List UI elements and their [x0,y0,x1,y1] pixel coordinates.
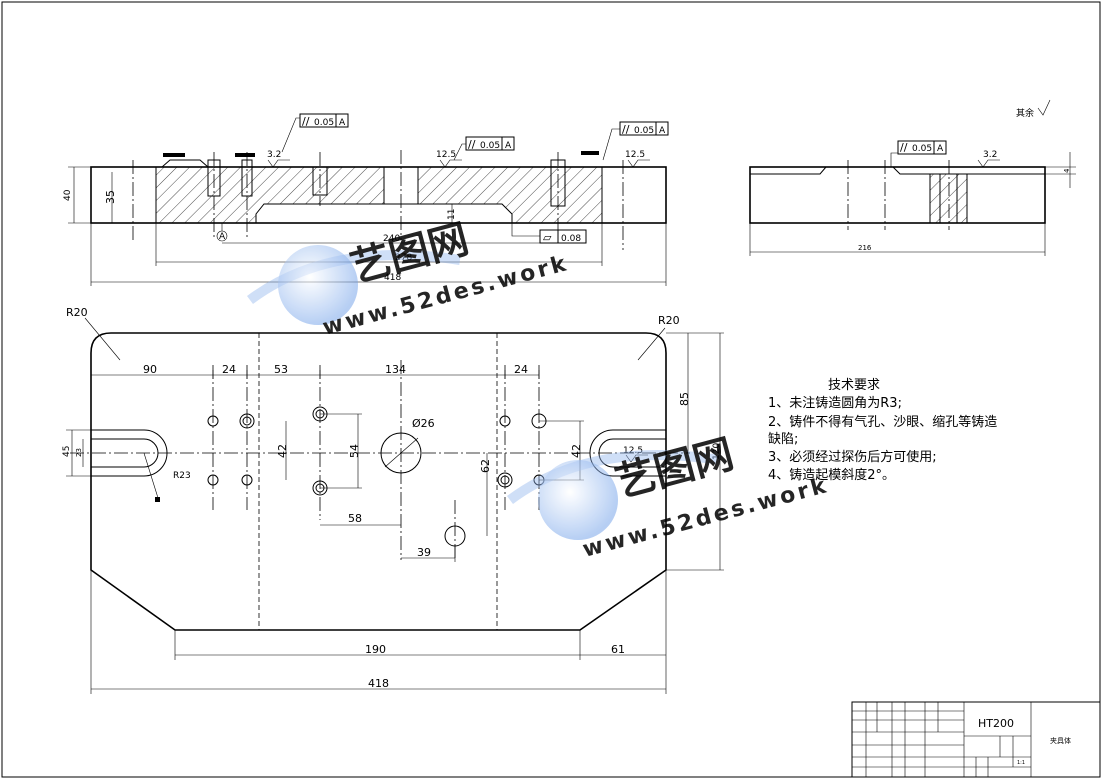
tol-4-ref: A [937,144,944,154]
dim-4: 4 [1063,168,1071,173]
dim-90: 90 [143,363,157,376]
dim-240: 240 [383,234,400,244]
tol-1-value: 0.05 [314,118,334,128]
watermark-logo-2: 艺图网 [611,431,739,506]
tech-req-title: 技术要求 [828,378,880,393]
part-name: 夹具体 [1050,736,1071,745]
roughness-4: 3.2 [983,150,997,160]
dim-23: 23 [75,448,83,457]
tol-3-flag: // [622,123,630,136]
plan-view: R20 R20 90 24 53 134 24 85 120 45 23 R23… [62,306,724,694]
dim-24-right: 24 [514,363,528,376]
flatness-icon: ▱ [543,231,552,244]
tech-req-line-5: 4、铸造起模斜度2°。 [768,467,895,483]
dim-85: 85 [678,392,691,406]
dim-418-plan: 418 [368,677,389,690]
dim-278: 278 [395,253,412,263]
datum-a-front: A [219,232,226,242]
front-section-view: 40 35 11 240 278 418 A // 0.05 A // 0.05… [63,113,669,286]
dim-53: 53 [274,363,288,376]
title-block: HT200 夹具体 1:1 [851,701,1101,778]
tech-req-line-4: 3、必须经过探伤后方可使用; [768,449,937,465]
side-view: // 0.05 A 3.2 216 4 其余 [749,99,1076,256]
dim-phi26: Ø26 [412,417,435,430]
tech-req-line-3: 缺陷; [768,432,798,447]
dim-190: 190 [365,643,386,656]
dim-120: 120 [712,443,722,460]
dim-r23: R23 [173,471,191,481]
tol-3-value: 0.05 [634,126,654,136]
dim-54: 54 [348,444,361,458]
watermark-1: 艺图网 www.52des.work [247,216,571,341]
tol-2-flag: // [468,138,476,151]
tol-2-ref: A [505,141,512,151]
dim-24-left: 24 [222,363,236,376]
tol-1-ref: A [339,118,346,128]
roughness-5: 12.5 [623,446,643,456]
flatness-value: 0.08 [561,234,581,244]
roughness-1: 3.2 [267,150,281,160]
dim-42-left: 42 [276,444,289,458]
dim-45: 45 [62,446,72,457]
dim-42-right: 42 [570,444,583,458]
dim-r20-left: R20 [66,306,88,319]
dim-418: 418 [384,273,401,283]
technical-requirements: 技术要求 1、未注铸造圆角为R3; 2、铸件不得有气孔、沙眼、缩孔等铸造 缺陷;… [768,378,997,483]
dim-61: 61 [611,643,625,656]
dim-62: 62 [479,459,492,473]
roughness-2: 12.5 [436,150,456,160]
dim-r20-right: R20 [658,314,680,327]
tol-3-ref: A [659,126,666,136]
tol-4-flag: // [900,141,908,154]
roughness-3: 12.5 [625,150,645,160]
tol-4-value: 0.05 [912,144,932,154]
scale-value: 1:1 [1017,760,1025,766]
dim-216: 216 [858,244,872,252]
dim-58: 58 [348,512,362,525]
surface-note-text: 其余 [1016,107,1034,119]
dim-39: 39 [417,546,431,559]
tol-1-flag: // [302,115,310,128]
material: HT200 [978,717,1014,730]
dim-134: 134 [385,363,406,376]
dim-h40: 40 [63,189,73,201]
dim-h35: 35 [104,190,117,204]
dim-11: 11 [447,209,457,220]
tol-2-value: 0.05 [480,141,500,151]
tech-req-line-1: 1、未注铸造圆角为R3; [768,395,902,411]
tech-req-line-2: 2、铸件不得有气孔、沙眼、缩孔等铸造 [768,414,997,430]
